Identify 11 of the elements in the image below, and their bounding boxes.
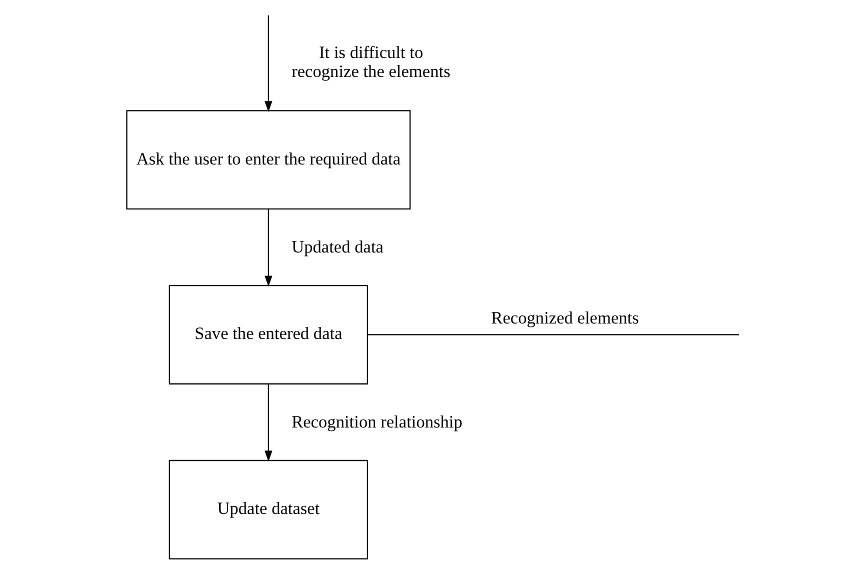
edge-label: It is difficult to recognize the elements <box>291 43 450 81</box>
node-box: Update dataset <box>168 460 368 560</box>
node-box: Ask the user to enter the required data <box>126 110 410 210</box>
edge-label: Recognized elements <box>490 308 638 328</box>
arrow <box>264 209 272 287</box>
arrow <box>264 15 272 112</box>
node-box: Save the entered data <box>168 285 368 384</box>
connector <box>367 334 739 336</box>
edge-label: Recognition relationship <box>291 412 462 432</box>
arrow <box>264 384 272 462</box>
edge-label: Updated data <box>291 237 383 256</box>
